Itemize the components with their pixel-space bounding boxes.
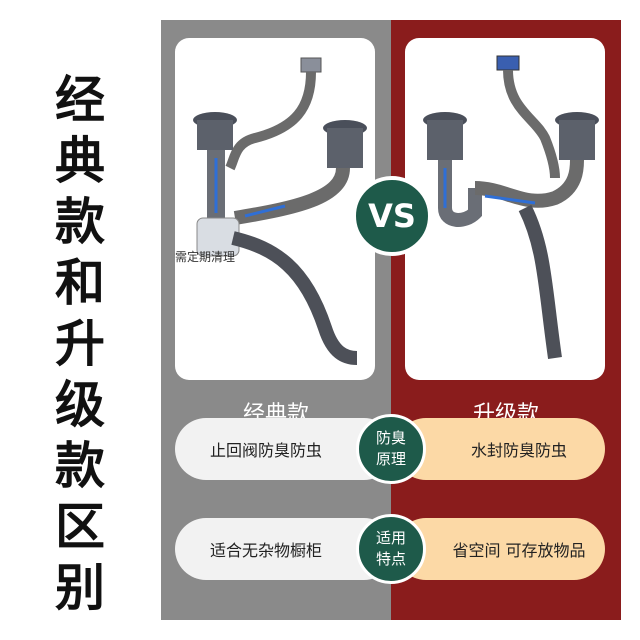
upgrade-odor-text: 水封防臭防虫 [470, 441, 567, 460]
title-char: 和 [55, 254, 105, 312]
classic-drain-image [175, 38, 375, 380]
classic-odor-pill: 止回阀防臭防虫 [175, 418, 395, 480]
odor-principle-badge: 防臭 原理 [356, 414, 426, 484]
badge-line: 防臭 [375, 429, 406, 447]
upgrade-usage-pill: 省空间 可存放物品 [395, 518, 605, 580]
title-char: 款 [55, 193, 105, 251]
vs-badge: VS [352, 176, 432, 256]
title-char: 款 [55, 437, 105, 495]
classic-usage-text: 适合无杂物橱柜 [209, 541, 322, 560]
title-char: 经 [55, 71, 105, 129]
badge-line: 适用 [375, 529, 406, 547]
badge-line: 原理 [375, 450, 406, 468]
cleaning-note: 需定期清理 [175, 250, 236, 264]
title-char: 别 [55, 559, 105, 617]
upgrade-drain-illustration [423, 55, 599, 359]
usage-feature-badge: 适用 特点 [356, 514, 426, 584]
title-char: 典 [55, 132, 105, 190]
title-char: 区 [55, 498, 105, 556]
classic-drain-illustration [193, 57, 367, 365]
classic-odor-text: 止回阀防臭防虫 [209, 441, 322, 460]
badge-line: 特点 [375, 550, 406, 568]
upgrade-usage-text: 省空间 可存放物品 [452, 541, 586, 560]
upgrade-drain-image [405, 38, 605, 380]
title-char: 升 [55, 315, 105, 373]
vertical-title: 经 典 款 和 升 级 款 区 别 [50, 70, 110, 619]
title-char: 级 [55, 376, 105, 434]
upgrade-odor-pill: 水封防臭防虫 [395, 418, 605, 480]
